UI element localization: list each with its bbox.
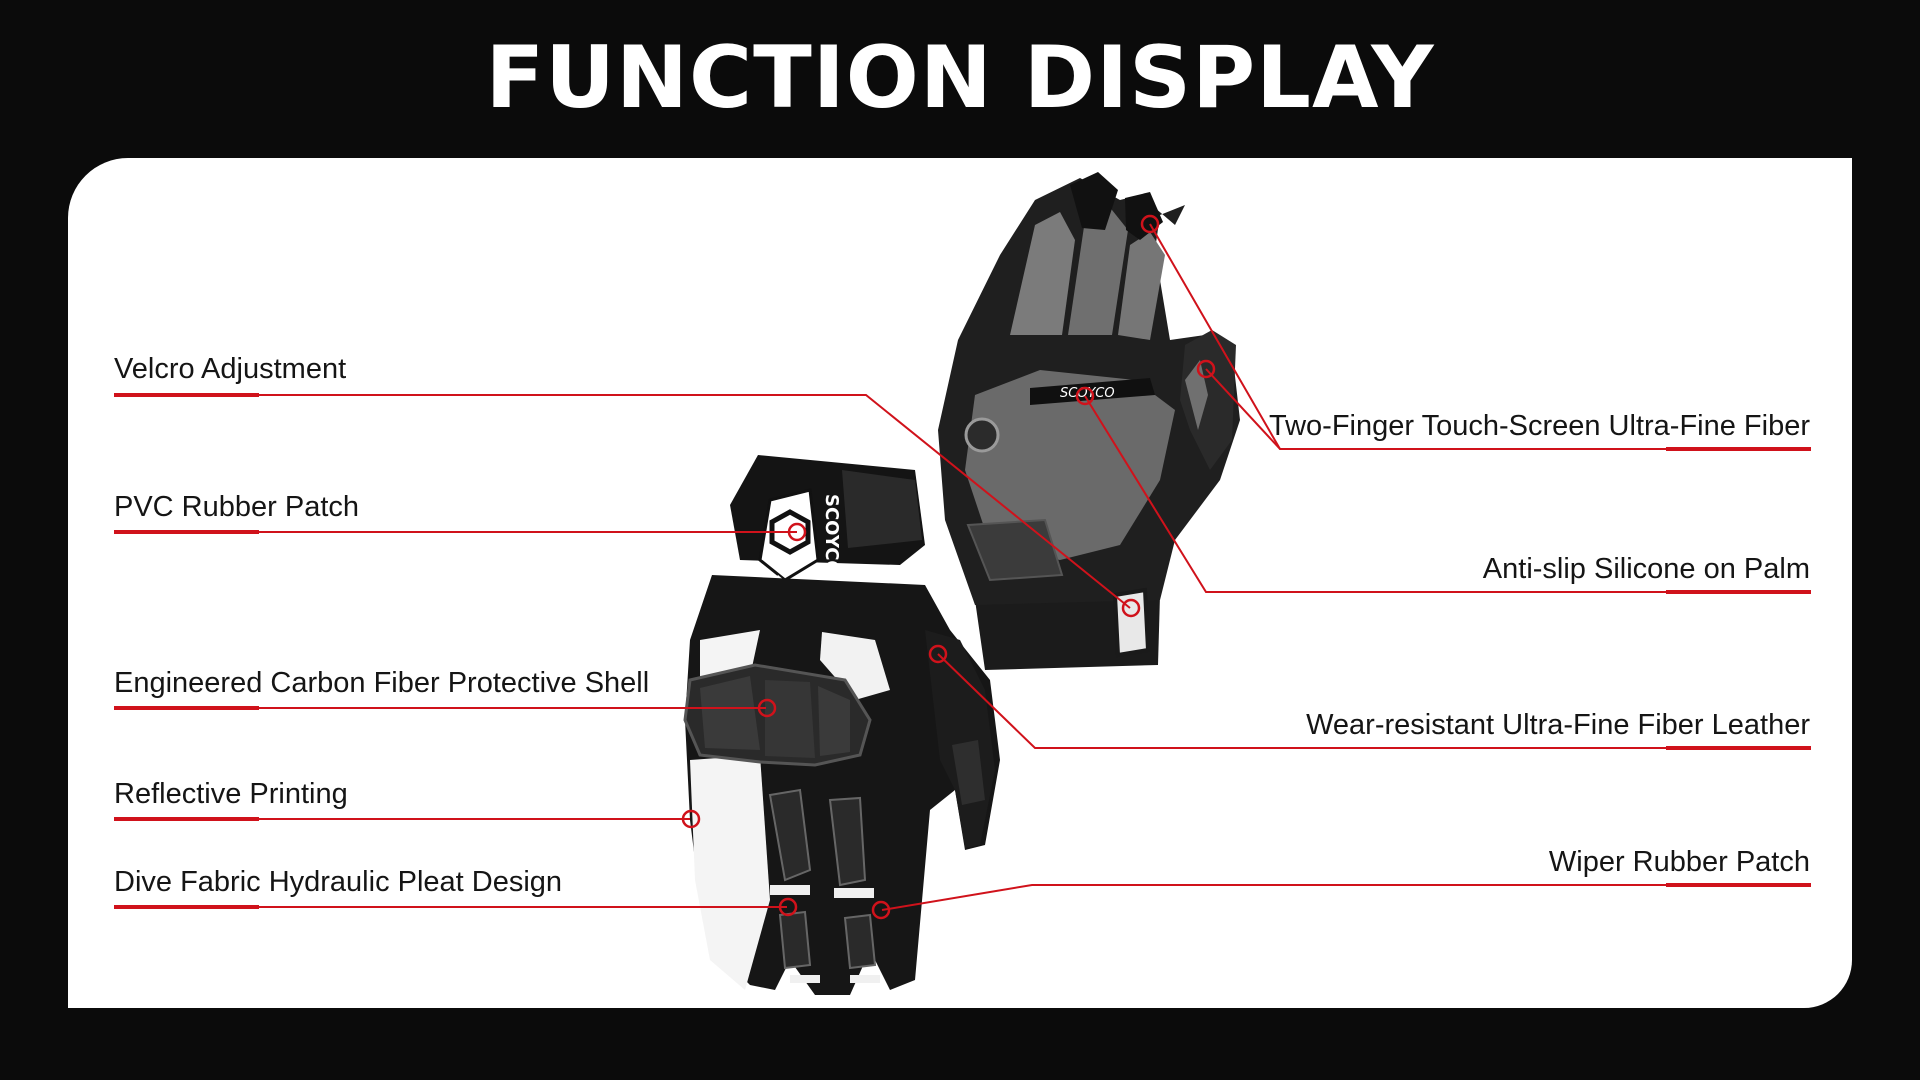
marker-touch-1: [1140, 214, 1160, 234]
marker-velcro: [1121, 598, 1141, 618]
feature-label-pvc-rubber-patch: PVC Rubber Patch: [114, 491, 360, 523]
marker-wear: [928, 644, 948, 664]
feature-label-touchscreen: Two-Finger Touch-Screen Ultra-Fine Fiber: [1269, 410, 1810, 442]
marker-wiper: [871, 900, 891, 920]
feature-label-velcro: Velcro Adjustment: [114, 353, 347, 385]
marker-reflective: [681, 809, 701, 829]
leader-wear: [937, 653, 1810, 749]
marker-carbon: [757, 698, 777, 718]
feature-label-wear-resistant: Wear-resistant Ultra-Fine Fiber Leather: [1306, 709, 1810, 741]
leader-touchscreen-b: [1205, 368, 1281, 450]
callout-lines: [114, 223, 1810, 911]
leader-wiper: [881, 884, 1810, 911]
feature-label-reflective-printing: Reflective Printing: [114, 778, 348, 810]
brand-logo-cuff: SCOYCO: [821, 494, 842, 576]
marker-pvc: [787, 522, 807, 542]
feature-label-anti-slip: Anti-slip Silicone on Palm: [1482, 553, 1810, 585]
label-underlines: [114, 393, 1811, 909]
feature-label-carbon-shell: Engineered Carbon Fiber Protective Shell: [114, 667, 650, 699]
leader-velcro: [114, 394, 1131, 609]
page-title: FUNCTION DISPLAY: [485, 28, 1435, 128]
palm-glove-image: SCOYCO: [938, 172, 1240, 670]
leader-antislip: [1084, 395, 1810, 593]
brand-logo-palm: SCOYCO: [1060, 386, 1115, 401]
marker-pleat: [778, 897, 798, 917]
content-panel: [68, 158, 1852, 1008]
feature-label-pleat-design: Dive Fabric Hydraulic Pleat Design: [114, 866, 563, 898]
marker-touch-2: [1196, 359, 1216, 379]
callout-markers: [681, 214, 1216, 920]
marker-antislip: [1075, 386, 1095, 406]
feature-label-wiper-patch: Wiper Rubber Patch: [1548, 846, 1810, 878]
